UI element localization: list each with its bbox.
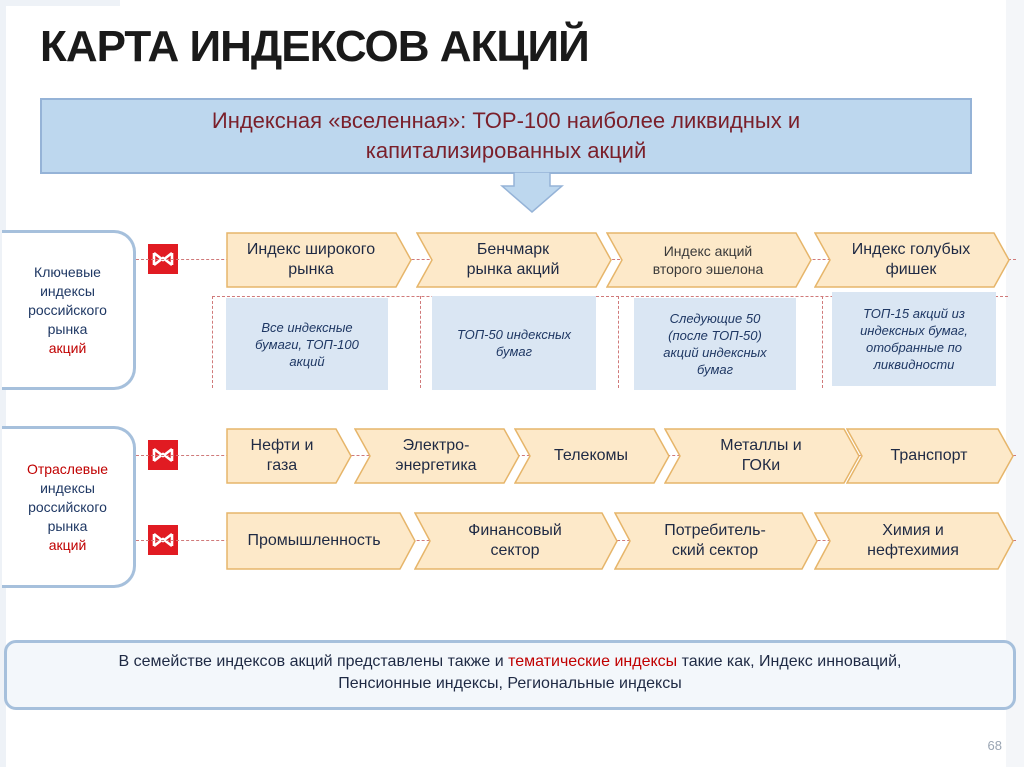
sector-label-2: газа <box>266 457 298 474</box>
connector-line <box>212 296 1008 297</box>
key-index-chevron: Индекс акций второго эшелона <box>606 232 812 288</box>
sector-chevron: Потребитель- ский сектор <box>614 512 818 570</box>
banner-line-1: Индексная «вселенная»: ТОР-100 наиболее … <box>211 108 801 133</box>
key-index-label-2: рынка акций <box>466 261 560 278</box>
note-highlight: тематические индексы <box>508 653 678 670</box>
description-line: отобранные по <box>865 340 962 355</box>
key-index-description: ТОП-50 индексных бумаг <box>432 296 596 390</box>
description-line: ТОП-15 акций из <box>863 306 965 321</box>
sector-chevron: Промышленность <box>226 512 416 570</box>
sector-chevron: Нефти и газа <box>226 428 352 484</box>
sector-label-1: Потребитель- <box>664 522 766 539</box>
key-panel-line-2: индексы <box>40 282 95 299</box>
sector-label-1: Промышленность <box>247 532 381 549</box>
description-line: ликвидности <box>873 357 955 372</box>
key-panel-line-4: рынка <box>47 320 88 337</box>
description-line: бумаг <box>495 344 533 359</box>
description-line: Все индексные <box>261 319 353 335</box>
key-index-description: ТОП-15 акций из индексных бумаг, отобран… <box>832 292 996 386</box>
thematic-indices-note: В семействе индексов акций представлены … <box>4 640 1016 710</box>
slide-decor-right-strip <box>1006 0 1024 767</box>
sector-chevron: Транспорт <box>846 428 1014 484</box>
key-panel-line-5: акций <box>48 339 87 356</box>
sector-chevron: Финансовый сектор <box>414 512 618 570</box>
description-line: бумаг <box>696 362 734 377</box>
sector-panel-line-3: российского <box>28 498 107 515</box>
sector-chevron: Металлы и ГОКи <box>664 428 860 484</box>
sector-chevron: Химия и нефтехимия <box>814 512 1014 570</box>
description-line: (после ТОП-50) <box>668 328 762 343</box>
sector-label-2: ский сектор <box>671 542 759 559</box>
sector-label-2: сектор <box>490 542 540 559</box>
note-text-part-1: В семействе индексов акций представлены … <box>118 653 509 670</box>
connector-line <box>212 296 213 388</box>
description-line: акций индексных <box>663 345 767 360</box>
sector-chevron: Телекомы <box>514 428 670 484</box>
description-line: Следующие 50 <box>669 311 761 326</box>
sector-label-2: ГОКи <box>741 457 781 474</box>
index-universe-banner: Индексная «вселенная»: ТОР-100 наиболее … <box>40 98 972 174</box>
key-index-chevron: Бенчмарк рынка акций <box>416 232 612 288</box>
sector-chevron: Электро- энергетика <box>354 428 520 484</box>
key-index-label-2: фишек <box>885 261 937 278</box>
slide-decor-top-left <box>0 0 120 6</box>
key-panel-line-3: российского <box>28 301 107 318</box>
sector-indices-panel: Отраслевые индексы российского рынка акц… <box>2 426 136 588</box>
key-index-chevron: Индекс широкого рынка <box>226 232 412 288</box>
key-index-description: Все индексные бумаги, ТОП-100 акций <box>226 298 388 390</box>
description-line: бумаги, ТОП-100 <box>255 336 359 352</box>
connector-line <box>618 296 619 388</box>
key-index-label-1: Индекс голубых <box>851 241 971 258</box>
sector-label-1: Химия и <box>882 522 944 539</box>
page-title: КАРТА ИНДЕКСОВ АКЦИЙ <box>40 22 590 71</box>
key-index-label-2: второго эшелона <box>652 261 764 277</box>
page-number: 68 <box>987 738 1002 753</box>
sector-panel-line-4: рынка <box>47 517 88 534</box>
sector-panel-line-2: индексы <box>40 479 95 496</box>
sector-label-1: Финансовый <box>468 522 562 539</box>
description-line: индексных бумаг, <box>860 323 968 338</box>
sector-label-1: Транспорт <box>890 447 968 464</box>
sector-label-1: Электро- <box>402 437 470 454</box>
description-line: ТОП-50 индексных <box>456 327 572 342</box>
down-arrow-icon <box>500 172 564 213</box>
key-panel-line-1: Ключевые <box>34 263 101 280</box>
sector-panel-line-5: акций <box>48 536 87 553</box>
note-line-2: Пенсионные индексы, Региональные индексы <box>338 675 682 692</box>
connector-line <box>420 296 421 388</box>
sector-label-2: нефтехимия <box>867 542 959 559</box>
key-index-label-1: Бенчмарк <box>476 241 550 258</box>
sector-panel-line-1: Отраслевые <box>26 460 109 477</box>
description-line: акций <box>289 353 325 369</box>
key-index-description: Следующие 50 (после ТОП-50) акций индекс… <box>634 298 796 390</box>
key-index-label-1: Индекс широкого <box>246 241 376 258</box>
note-text-part-3: такие как, Индекс инноваций, <box>677 653 902 670</box>
key-index-label-1: Индекс акций <box>663 243 753 259</box>
sector-label-1: Нефти и <box>250 437 314 454</box>
sector-label-1: Металлы и <box>720 437 802 454</box>
banner-line-2: капитализированных акций <box>365 138 647 163</box>
key-index-chevron: Индекс голубых фишек <box>814 232 1010 288</box>
sector-label-2: энергетика <box>395 457 477 474</box>
key-index-label-2: рынка <box>288 261 334 278</box>
key-indices-panel: Ключевые индексы российского рынка акций <box>2 230 136 390</box>
sector-label-1: Телекомы <box>553 447 629 464</box>
connector-line <box>822 296 823 388</box>
